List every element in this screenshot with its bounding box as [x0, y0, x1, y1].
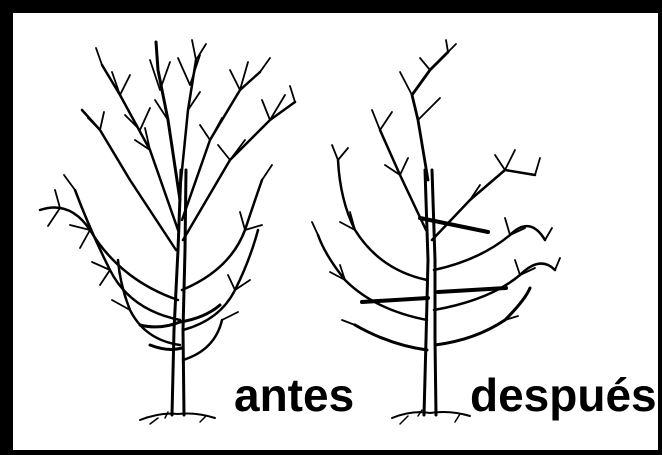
tree-before — [38, 39, 297, 425]
label-after: después — [470, 369, 657, 421]
tree-after — [311, 39, 561, 425]
label-before: antes — [234, 369, 355, 421]
